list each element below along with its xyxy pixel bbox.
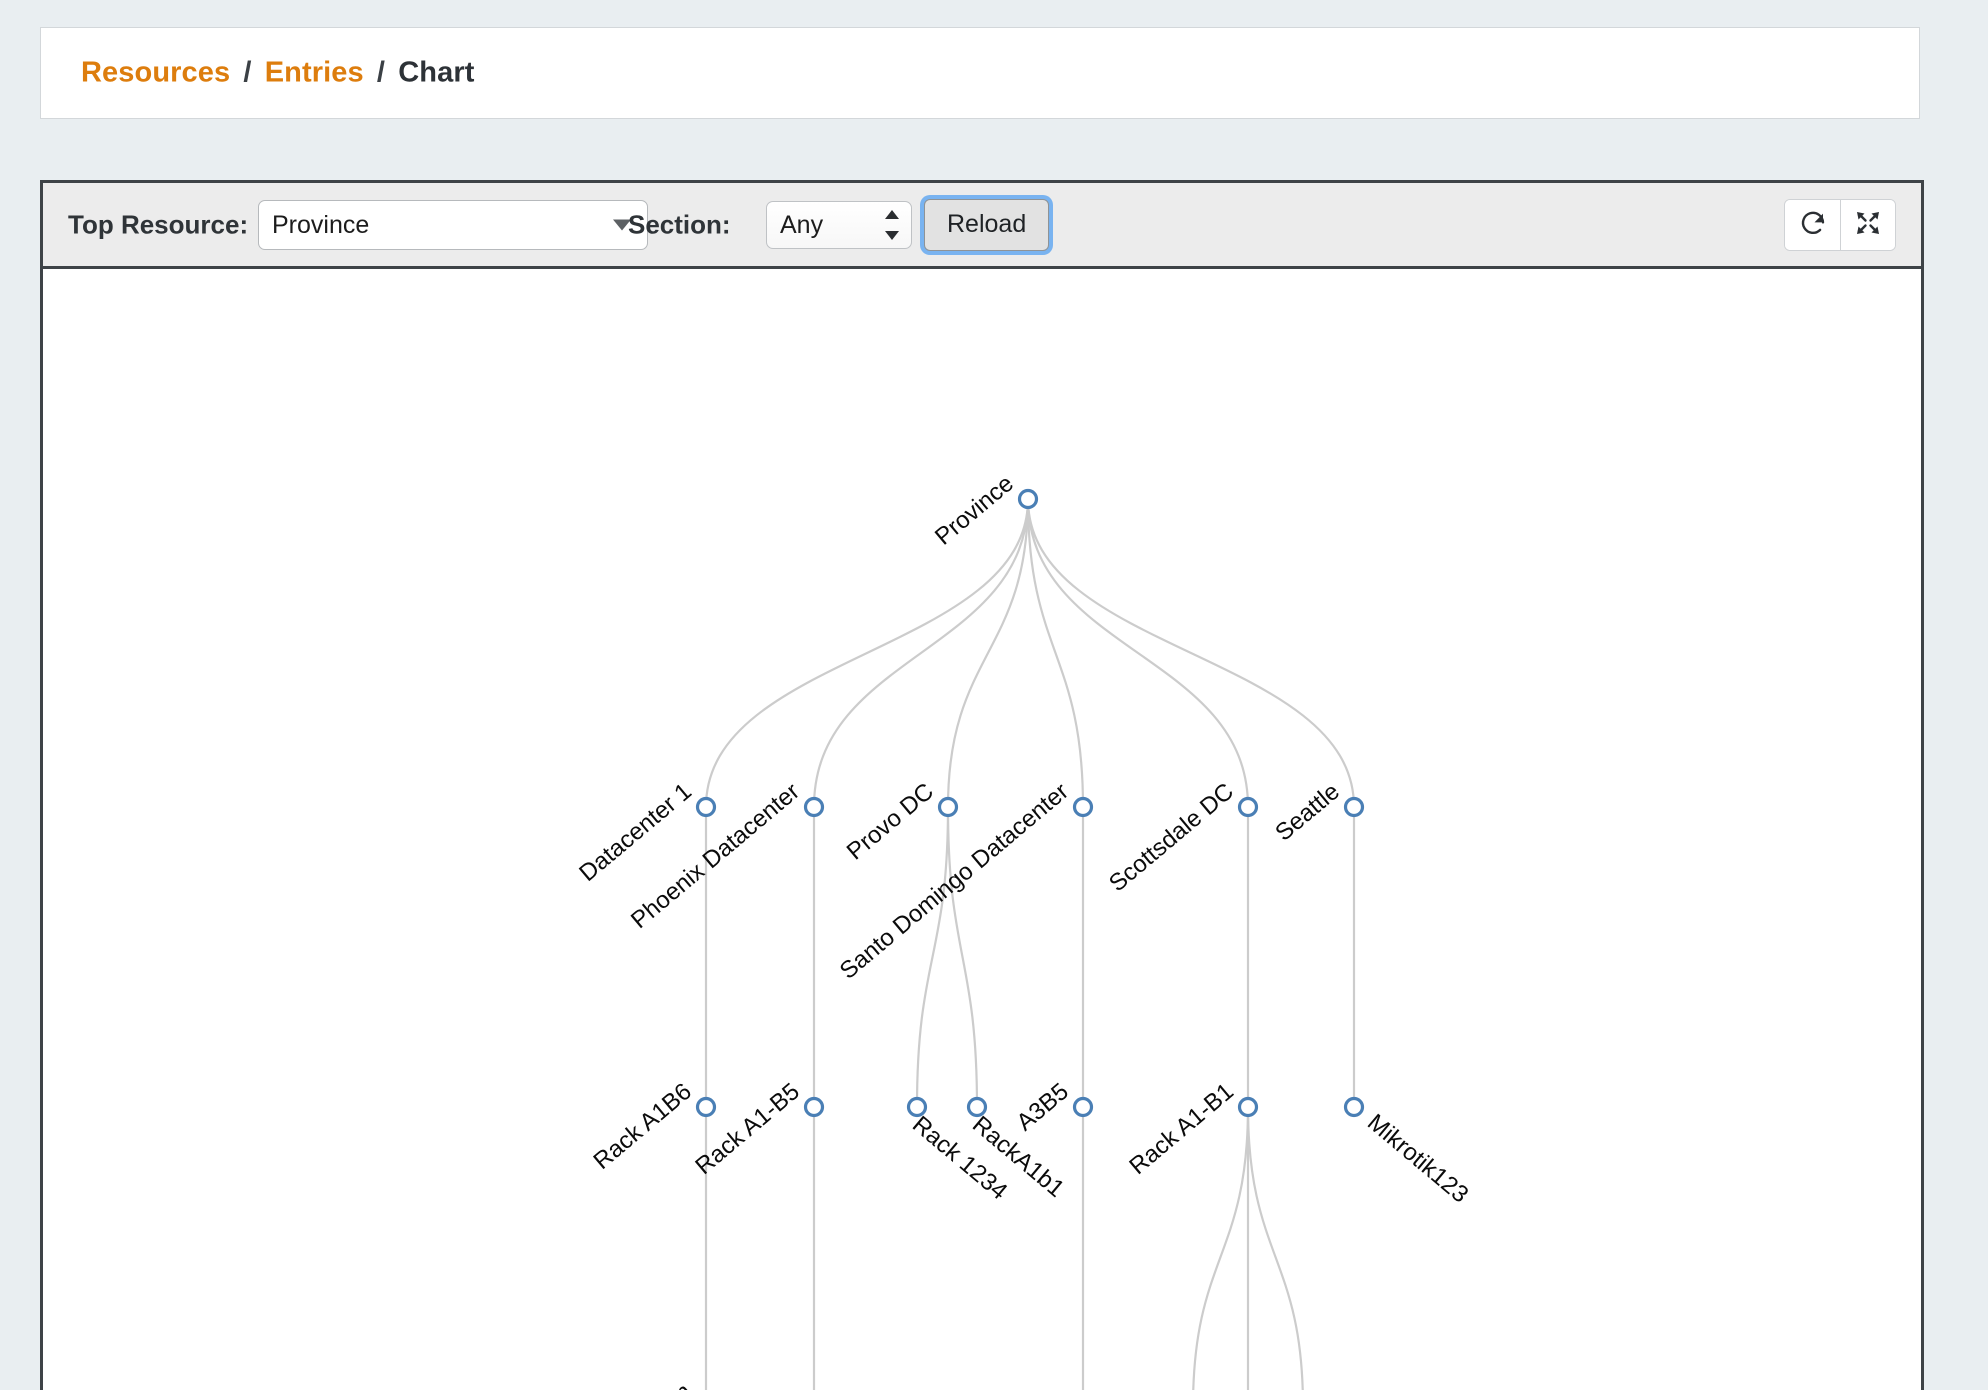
tree-node-label: Rack A1-B1 bbox=[1124, 1078, 1238, 1180]
tree-link bbox=[812, 498, 1030, 808]
tree-node[interactable] bbox=[695, 796, 717, 818]
tree-link bbox=[946, 806, 979, 1108]
section-select[interactable]: Any bbox=[766, 200, 912, 249]
tree-node[interactable] bbox=[906, 1096, 928, 1118]
tree-link bbox=[1246, 1106, 1304, 1390]
top-resource-select-value: Province bbox=[272, 210, 370, 239]
top-resource-label: Top Resource: bbox=[68, 209, 249, 239]
tree-node-label: br7.6connect.com bbox=[533, 1378, 697, 1390]
section-select-value: Any bbox=[780, 210, 824, 239]
tree-link bbox=[1026, 498, 1250, 808]
chart-toolbar: Top Resource: Province Section: Any Relo… bbox=[43, 183, 1921, 269]
tree-node-label: A3B5 bbox=[1012, 1078, 1074, 1136]
breadcrumb-separator-2: / bbox=[376, 56, 386, 89]
refresh-icon bbox=[1798, 208, 1828, 241]
breadcrumb-link-resources[interactable]: Resources bbox=[81, 56, 231, 89]
tree-node[interactable] bbox=[937, 796, 959, 818]
tree-node-label: Provo DC bbox=[842, 778, 939, 866]
breadcrumb-separator-1: / bbox=[243, 56, 252, 89]
tree-node[interactable] bbox=[1343, 796, 1365, 818]
tree-link bbox=[915, 806, 950, 1108]
tree-node[interactable] bbox=[1017, 488, 1039, 510]
reload-button[interactable]: Reload bbox=[924, 198, 1050, 251]
tree-node[interactable] bbox=[1237, 1096, 1259, 1118]
stepper-arrows-icon bbox=[885, 209, 899, 240]
tree-node-label: Seattle bbox=[1270, 778, 1345, 847]
tree-node[interactable] bbox=[695, 1096, 717, 1118]
tree-node[interactable] bbox=[1237, 796, 1259, 818]
top-resource-select[interactable]: Province bbox=[258, 199, 648, 250]
tree-node[interactable] bbox=[1072, 796, 1094, 818]
tree-node[interactable] bbox=[1072, 1096, 1094, 1118]
tree-node[interactable] bbox=[803, 796, 825, 818]
breadcrumb-current-chart: Chart bbox=[398, 56, 475, 89]
fullscreen-icon bbox=[1853, 208, 1883, 241]
section-label: Section: bbox=[628, 209, 731, 239]
tree-node[interactable] bbox=[966, 1096, 988, 1118]
breadcrumb: Resources / Entries / Chart bbox=[81, 57, 474, 90]
tree-link bbox=[1026, 498, 1085, 808]
tree-node-label: Province bbox=[930, 470, 1019, 551]
tree-node[interactable] bbox=[1343, 1096, 1365, 1118]
tree-link bbox=[1026, 498, 1356, 808]
tree-node[interactable] bbox=[803, 1096, 825, 1118]
tree-links-layer bbox=[704, 498, 1356, 1390]
tree-link bbox=[704, 498, 1030, 808]
tree-node-label: Rack A1-B5 bbox=[690, 1078, 804, 1180]
breadcrumb-link-entries[interactable]: Entries bbox=[264, 56, 364, 89]
tree-link bbox=[1192, 1106, 1250, 1390]
fullscreen-button[interactable] bbox=[1840, 199, 1895, 250]
chart-panel: Top Resource: Province Section: Any Relo… bbox=[40, 180, 1924, 1390]
tree-nodes-layer[interactable] bbox=[695, 488, 1365, 1390]
chevron-down-icon bbox=[613, 219, 631, 230]
tree-link bbox=[946, 498, 1030, 808]
tree-node-label: Mikrotik123 bbox=[1362, 1109, 1473, 1209]
tree-node-label: Scottsdale DC bbox=[1104, 778, 1239, 897]
breadcrumb-panel: Resources / Entries / Chart bbox=[40, 27, 1920, 119]
tree-node-label: Rack A1B6 bbox=[589, 1078, 697, 1175]
chart-action-button-group bbox=[1784, 198, 1896, 251]
refresh-button[interactable] bbox=[1785, 199, 1840, 250]
